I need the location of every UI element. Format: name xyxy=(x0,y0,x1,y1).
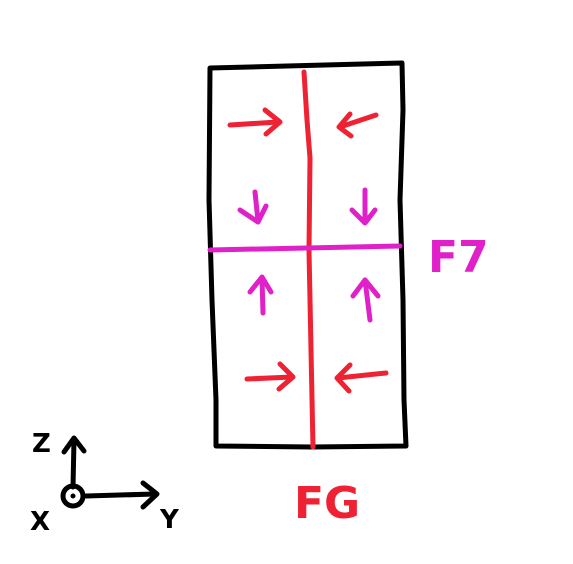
magenta-arrow-down-left xyxy=(237,189,269,225)
magenta-arrow-up-left xyxy=(247,274,274,316)
axes-icon xyxy=(60,435,160,510)
red-arrow-right-top xyxy=(227,107,283,137)
axis-label-z: Z xyxy=(32,429,51,459)
red-vertical-line xyxy=(301,69,316,450)
axis-label-y: Y xyxy=(159,505,180,535)
sheet-outline xyxy=(206,60,409,450)
axis-label-x: X xyxy=(30,507,50,537)
x-axis-out-of-page-icon xyxy=(60,483,86,509)
label-f7: F7 xyxy=(428,232,489,283)
red-arrow-left-bottom xyxy=(334,362,389,394)
red-arrow-left-top xyxy=(336,111,379,139)
magenta-horizontal-line xyxy=(207,243,403,253)
magenta-arrow-up-right xyxy=(350,277,381,323)
label-fg: FG xyxy=(294,478,360,529)
magenta-arrow-down-right xyxy=(349,187,378,226)
red-arrow-right-bottom xyxy=(244,361,296,392)
